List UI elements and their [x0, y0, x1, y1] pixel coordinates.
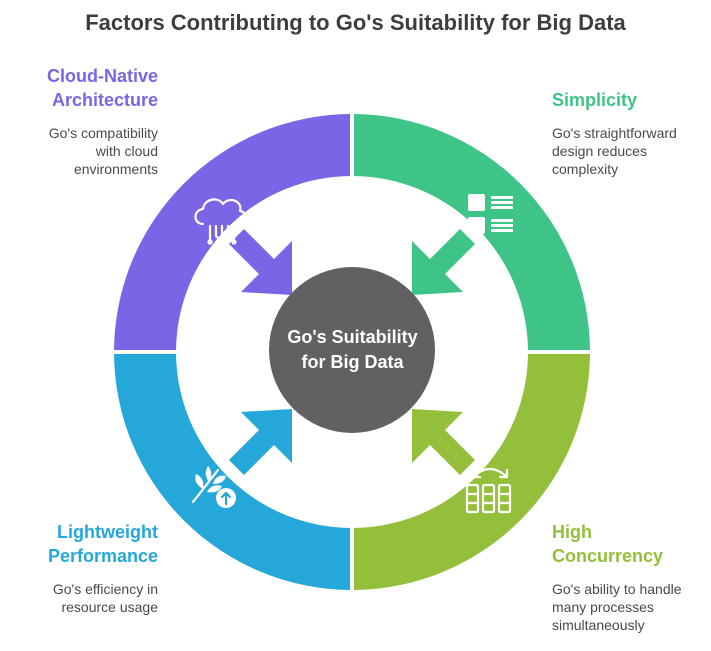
- center-circle: [269, 267, 435, 433]
- label-cloud-desc-line1: Go's compatibility: [48, 125, 158, 141]
- label-concurrency: High Concurrency Go's ability to handle …: [552, 520, 711, 634]
- segment-lightweight: [114, 352, 352, 590]
- label-lightweight: Lightweight Performance Go's efficiency …: [0, 520, 158, 616]
- label-lightweight-title: Lightweight Performance: [0, 520, 158, 568]
- label-cloud: Cloud-Native Architecture Go's compatibi…: [0, 64, 158, 178]
- label-cloud-desc-line2: with cloud: [95, 143, 158, 159]
- segment-simplicity: [352, 114, 590, 352]
- arrow-lightweight: [229, 409, 292, 475]
- label-simplicity-title: Simplicity: [552, 90, 638, 110]
- center-label-line1: Go's Suitability: [287, 327, 418, 347]
- center-label-line2: for Big Data: [301, 352, 404, 372]
- label-simplicity-desc-line2: design reduces: [552, 143, 647, 159]
- segment-cloud: [114, 114, 352, 352]
- label-lightweight-title-line2: Performance: [47, 546, 158, 566]
- label-lightweight-desc-line2: resource usage: [61, 599, 158, 615]
- label-concurrency-desc-line1: Go's ability to handle: [552, 581, 682, 597]
- label-concurrency-title-line1: High: [552, 522, 592, 542]
- label-simplicity-desc-line3: complexity: [552, 161, 619, 177]
- parallel-processes-icon: [465, 467, 512, 514]
- label-cloud-title-line1: Cloud-Native: [46, 66, 158, 86]
- label-cloud-title-line2: Architecture: [51, 90, 158, 110]
- cloud-circuit-icon: [194, 198, 247, 245]
- label-lightweight-title-line1: Lightweight: [57, 522, 158, 542]
- leaf-upload-icon: [191, 466, 236, 508]
- list-icon: [468, 194, 513, 234]
- label-simplicity-desc: Go's straightforward design reduces comp…: [552, 124, 711, 178]
- arrow-concurrency: [412, 409, 475, 475]
- diagram-title: Factors Contributing to Go's Suitability…: [85, 10, 626, 35]
- label-lightweight-desc: Go's efficiency in resource usage: [0, 580, 158, 616]
- arrow-simplicity: [412, 229, 475, 295]
- label-concurrency-title-line2: Concurrency: [552, 546, 664, 566]
- label-simplicity: Simplicity Go's straightforward design r…: [552, 88, 711, 178]
- label-cloud-desc-line3: environments: [73, 161, 158, 177]
- label-lightweight-desc-line1: Go's efficiency in: [52, 581, 158, 597]
- segment-concurrency: [352, 352, 590, 590]
- label-concurrency-desc-line3: simultaneously: [552, 617, 645, 633]
- center-label: Go's Suitability for Big Data: [265, 325, 440, 375]
- label-simplicity-desc-line1: Go's straightforward: [552, 125, 677, 141]
- label-cloud-title: Cloud-Native Architecture: [0, 64, 158, 112]
- label-concurrency-title: High Concurrency: [552, 520, 711, 568]
- label-concurrency-desc-line2: many processes: [552, 599, 654, 615]
- arrow-cloud: [229, 229, 292, 295]
- label-concurrency-desc: Go's ability to handle many processes si…: [552, 580, 711, 634]
- label-cloud-desc: Go's compatibility with cloud environmen…: [0, 124, 158, 178]
